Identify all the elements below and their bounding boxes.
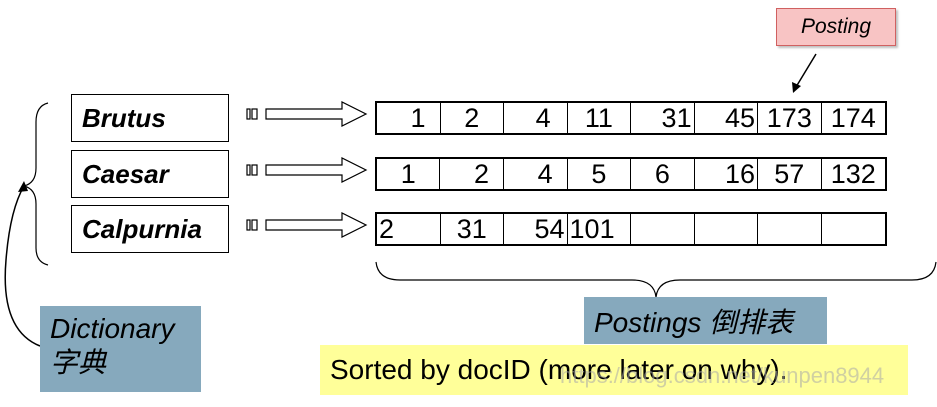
posting-cell: 1 — [377, 103, 441, 133]
posting-cell: 57 — [758, 159, 822, 189]
callout-pointer — [795, 53, 817, 88]
posting-cell: 2 — [441, 103, 505, 133]
callout-pointer-head — [792, 82, 801, 93]
posting-cell: 101 — [568, 214, 632, 244]
posting-cell: 174 — [830, 103, 876, 133]
pointer-arrow — [246, 212, 368, 238]
posting-cell: 1 — [377, 159, 441, 189]
posting-cell: 6 — [631, 159, 695, 189]
posting-cell: 5 — [568, 159, 632, 189]
dictionary-arrowhead — [18, 181, 28, 192]
posting-cell: 31 — [441, 214, 505, 244]
posting-cell-empty — [822, 214, 885, 244]
sorted-note: Sorted by docID (more later on why). — [320, 345, 908, 395]
posting-cell-empty — [758, 214, 822, 244]
posting-cell: 4 — [504, 103, 568, 133]
dictionary-curve-arrow — [4, 185, 41, 347]
postings-list-caesar: 1 2 4 5 6 16 57 132 — [375, 157, 887, 191]
dictionary-label-en: Dictionary — [50, 313, 175, 344]
postings-list-brutus: 1 2 4 11 31 45 173 174 — [375, 101, 887, 135]
postings-label: Postings 倒排表 — [584, 297, 827, 344]
dictionary-brace — [23, 102, 49, 266]
posting-cell: 173 — [758, 103, 822, 133]
dictionary-label: Dictionary 字典 — [40, 306, 201, 392]
posting-cell-empty — [695, 214, 759, 244]
pointer-arrow — [246, 157, 368, 183]
posting-cell: 2 — [377, 214, 441, 244]
posting-cell: 2 — [440, 159, 505, 189]
posting-cell: 4 — [504, 159, 568, 189]
term-brutus: Brutus — [71, 94, 229, 142]
posting-cell: 31 — [631, 103, 695, 133]
dictionary-label-zh: 字典 — [50, 347, 107, 378]
postings-brace — [375, 261, 937, 298]
term-caesar: Caesar — [71, 150, 229, 198]
term-calpurnia: Calpurnia — [71, 205, 229, 253]
postings-list-calpurnia: 2 31 54 101 — [375, 212, 887, 246]
posting-cell: 132 — [830, 159, 876, 189]
posting-callout: Posting — [776, 8, 896, 46]
posting-cell: 16 — [695, 159, 759, 189]
pointer-arrow — [246, 101, 368, 127]
posting-cell: 11 — [568, 103, 632, 133]
posting-cell: 45 — [695, 103, 759, 133]
posting-cell-empty — [631, 214, 695, 244]
posting-cell: 54 — [504, 214, 568, 244]
